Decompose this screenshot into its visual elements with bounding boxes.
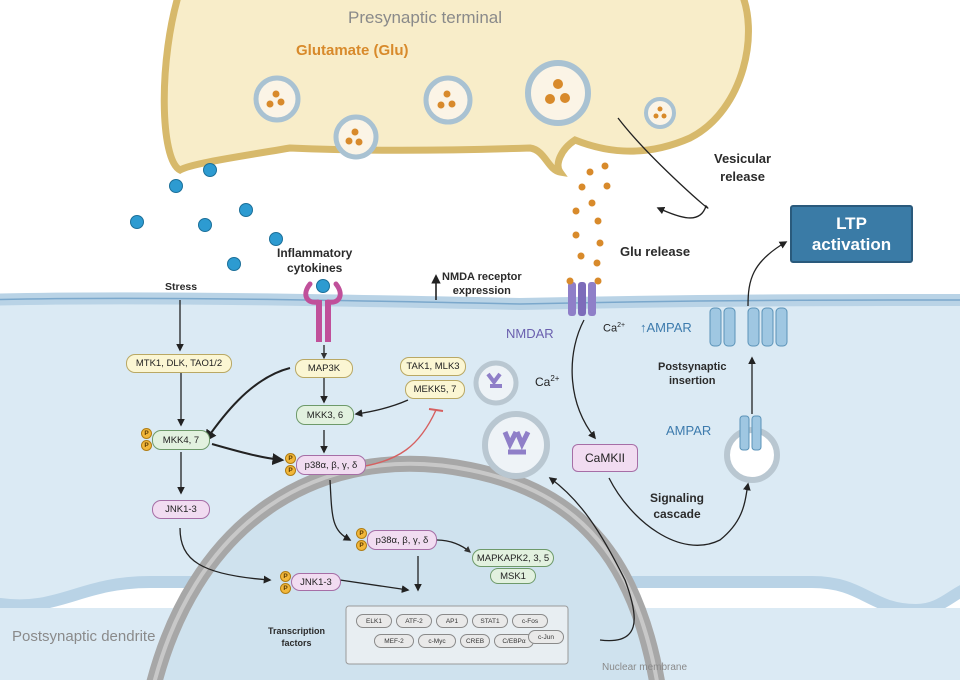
stress-label: Stress [165, 281, 198, 293]
ca-mid-label: Ca2+ [535, 374, 559, 389]
arrow-jnk-tf [339, 579, 410, 593]
node-p38-cytoplasm: p38α, β, γ, δ [296, 455, 366, 475]
tf-pill: c-Fos [512, 614, 548, 628]
nmda-expression-label: NMDA receptor expression [442, 271, 522, 297]
nmdar-label: NMDAR [506, 326, 554, 341]
arrow-p38-mapkapk [436, 539, 471, 553]
signaling-cascade-label: Signaling cascade [650, 491, 704, 521]
postsynaptic-insertion-label: Postsynaptic insertion [658, 361, 727, 387]
arrow-nuc-nmdar [548, 477, 635, 642]
glu-release-label: Glu release [620, 244, 691, 259]
phospho-icon: P [141, 428, 152, 439]
tf-pill: CREB [460, 634, 490, 648]
transcription-factors-label: Transcription factors [268, 626, 326, 648]
ampar-channel-icon [709, 307, 788, 347]
tf-pill: AP1 [436, 614, 468, 628]
arrow-jnk-nuc [179, 527, 272, 584]
ampar-vesicle-icon [724, 415, 780, 483]
arrow-mkk4-p38 [211, 443, 285, 466]
node-mkk3: MKK3, 6 [296, 405, 354, 425]
nuclear-membrane-label: Nuclear membrane [602, 662, 688, 673]
vesicular-release-label: Vesicular release [714, 151, 772, 184]
inhibition-line [352, 409, 437, 469]
phospho-icon: P [356, 528, 367, 539]
arrow-map3k-mkk4 [204, 367, 291, 442]
nmda-receptor-icon [566, 277, 602, 316]
tf-pill: c-Myc [418, 634, 456, 648]
node-jnk-cytoplasm: JNK1-3 [152, 500, 210, 519]
cytokine-dots [130, 163, 283, 271]
ca-top-label: Ca2+ [603, 322, 625, 335]
ampar-label: AMPAR [666, 423, 712, 438]
node-mtk1: MTK1, DLK, TAO1/2 [126, 354, 232, 373]
arrow-p38-nuc [329, 479, 352, 541]
ca-mid-base: Ca [535, 375, 551, 389]
presynaptic-label: Presynaptic terminal [348, 8, 503, 27]
postsynaptic-dendrite-label: Postsynaptic dendrite [12, 628, 156, 645]
vesicle-icon [253, 60, 676, 160]
tf-pill: ATF-2 [396, 614, 432, 628]
node-camkii: CaMKII [572, 444, 638, 472]
node-map3k: MAP3K [295, 359, 353, 378]
phospho-icon: P [141, 440, 152, 451]
node-tak1: TAK1, MLK3 [400, 357, 466, 376]
cytokine-receptor-icon [303, 279, 343, 342]
inflammatory-label: Inflammatory cytokines [277, 246, 353, 275]
phospho-icon: P [280, 571, 291, 582]
arrow-mekk-mkk3 [354, 399, 409, 417]
phospho-icon: P [280, 583, 291, 594]
tf-pill: STAT1 [472, 614, 508, 628]
phospho-icon: P [285, 465, 296, 476]
node-msk1: MSK1 [490, 568, 536, 584]
arrow-ca-camkii [571, 319, 596, 440]
phospho-icon: P [285, 453, 296, 464]
ca-top-base: Ca [603, 322, 618, 335]
ca-top-sup: 2+ [617, 322, 626, 329]
tf-pill: ELK1 [356, 614, 392, 628]
node-jnk-nucleus: JNK1-3 [291, 573, 341, 591]
node-mapkapk: MAPKAPK2, 3, 5 [472, 549, 554, 567]
ltp-activation-box: LTP activation [790, 205, 913, 263]
glutamate-dots [572, 162, 611, 267]
ca-mid-sup: 2+ [550, 374, 560, 383]
nmdar-vesicle-icon [473, 360, 550, 479]
node-p38-nucleus: p38α, β, γ, δ [367, 530, 437, 550]
tf-pill: MEF-2 [374, 634, 414, 648]
glutamate-label: Glutamate (Glu) [296, 42, 409, 59]
node-mkk4: MKK4, 7 [152, 430, 210, 450]
tf-pill: c-Jun [528, 630, 564, 644]
arrow-ltp [747, 241, 788, 307]
node-mekk5: MEKK5, 7 [405, 380, 465, 399]
inhibition-bar [428, 408, 444, 412]
cell-membrane-outline [0, 297, 960, 305]
arrow-vesicular-release [617, 117, 709, 219]
phospho-icon: P [356, 540, 367, 551]
arrow-signaling-cascade [608, 477, 751, 546]
ampar-up-label: ↑AMPAR [640, 320, 692, 335]
